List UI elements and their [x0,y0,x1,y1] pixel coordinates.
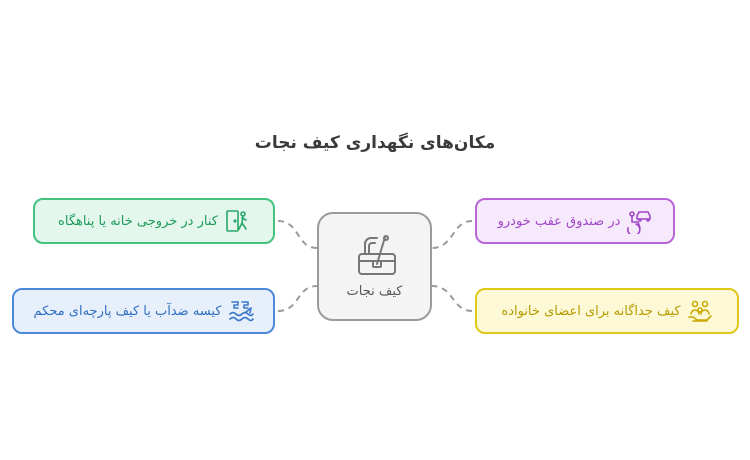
diagram-title: مکان‌های نگهداری کیف نجات [254,133,496,153]
node-waterproof-bag-label: کیسه ضدآب یا کیف پارچه‌ای محکم [33,303,222,319]
node-car-trunk: در صندوق عقب خودرو [475,198,675,244]
connector-bag [277,285,318,312]
node-family-bags: کیف جداگانه برای اعضای خانواده [475,288,739,334]
car-trunk-icon [627,211,652,234]
node-car-trunk-label: در صندوق عقب خودرو [497,213,621,229]
connector-car [431,220,473,249]
waterproof-bag-icon [228,301,254,322]
family-icon [687,300,712,322]
exit-door-icon [226,210,247,232]
node-exit-door: کنار در خروجی خانه یا پناهگاه [33,198,275,244]
node-waterproof-bag: کیسه ضدآب یا کیف پارچه‌ای محکم [12,288,275,334]
node-family-bags-label: کیف جداگانه برای اعضای خانواده [501,303,681,319]
connector-family [431,285,473,312]
connector-exit [277,220,318,249]
center-label: کیف نجات [346,284,403,299]
emergency-bag-icon [358,235,396,275]
center-node: کیف نجات [317,212,432,321]
node-exit-door-label: کنار در خروجی خانه یا پناهگاه [58,213,218,229]
